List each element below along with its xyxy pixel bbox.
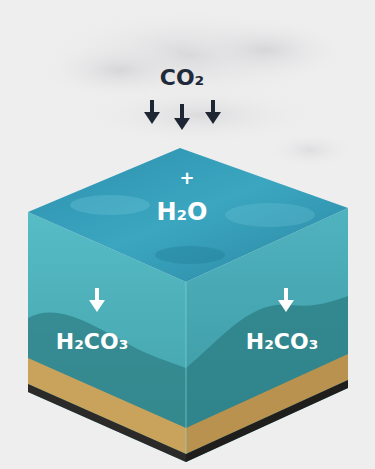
cloud xyxy=(40,7,355,168)
down-arrows xyxy=(89,288,294,312)
formula-label: H₂CO₃ xyxy=(246,331,319,353)
formula-label: H₂CO₃ xyxy=(56,331,129,353)
formula-label: CO₂ xyxy=(160,67,204,89)
plus-sign: + xyxy=(179,169,194,187)
down-arrows xyxy=(144,100,221,130)
formula-label: H₂O xyxy=(157,200,208,224)
water-cube xyxy=(28,148,348,462)
